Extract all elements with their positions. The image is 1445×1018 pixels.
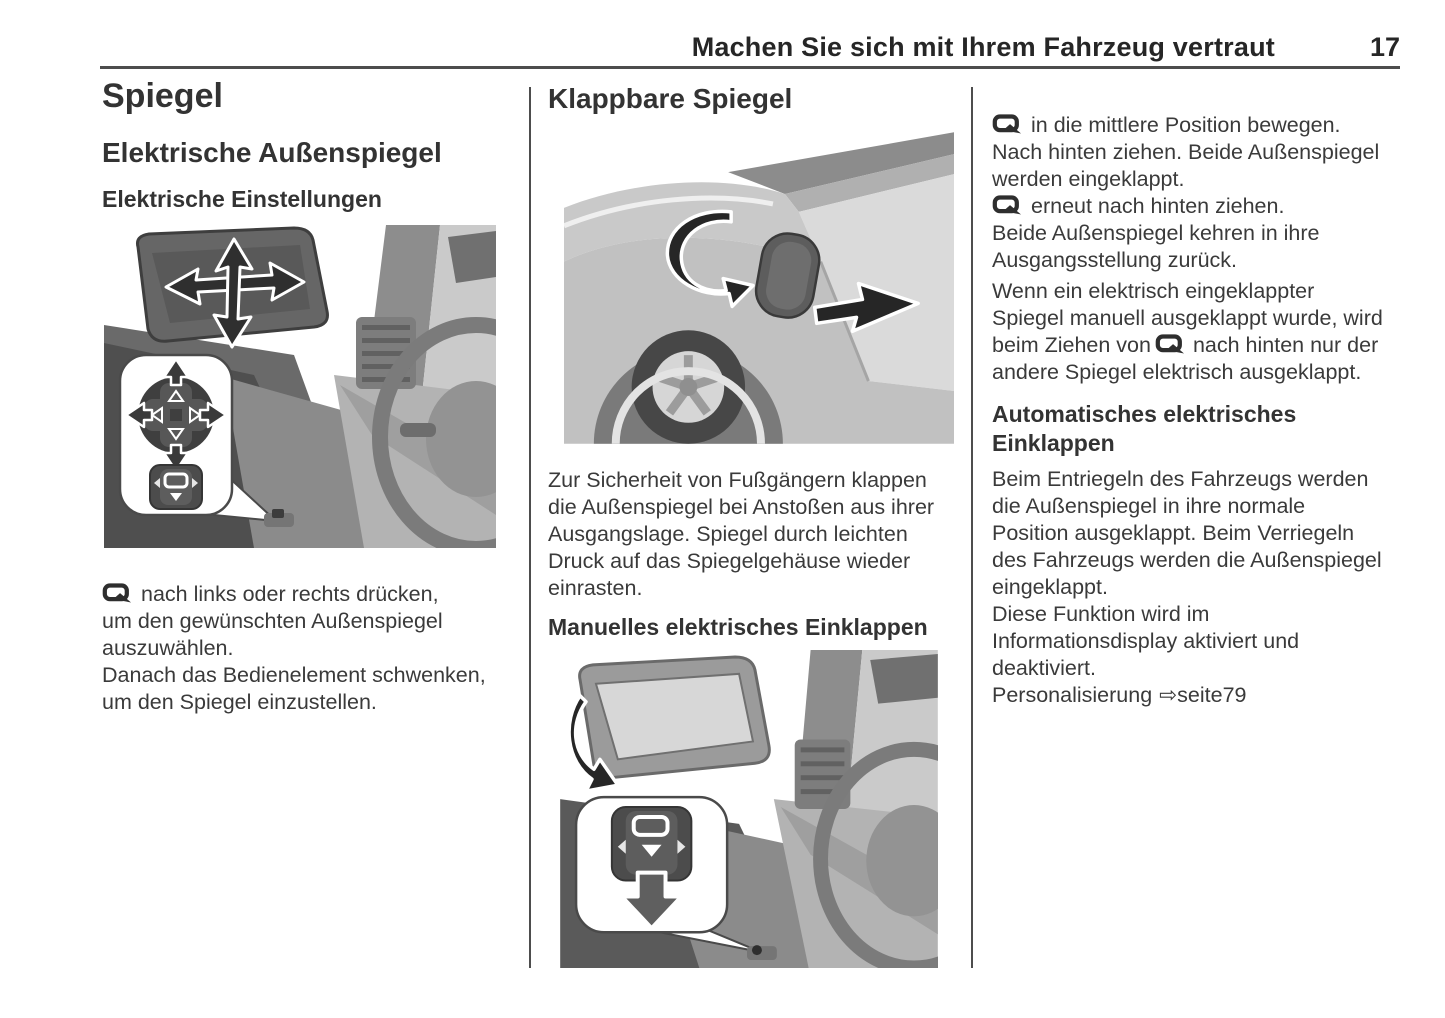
body-line: Danach das Bedienelement schwenken, (102, 663, 486, 687)
subsubsection-title: Manuelles elektrisches Einklappen (548, 614, 928, 640)
column-left: Spiegel Elektrische Außenspiegel Elektri… (102, 77, 580, 716)
body-line: Personalisierung⇨seite79 (992, 682, 1417, 709)
body-line: Position ausgeklappt. Beim Verriegeln (992, 521, 1355, 545)
mirror-selector-switch (149, 464, 203, 510)
manual-folding-figure (560, 650, 1015, 976)
up-arrow-icon (162, 357, 190, 387)
body-line: einrasten. (548, 576, 643, 600)
body-line: des Fahrzeugs werden die Außenspiegel (992, 548, 1382, 572)
mirror-adjustment-figure (104, 225, 580, 557)
four-way-adjust-control (124, 357, 228, 473)
body-line: die Außenspiegel bei Anstoßen aus ihrer (548, 495, 935, 519)
down-arrow-icon (162, 443, 190, 473)
paragraph: in die mittlere Position bewegen. Nach h… (992, 112, 1417, 386)
unfold-arrow-icon (812, 281, 920, 334)
body-line: andere Spiegel elektrisch ausgeklappt. (992, 360, 1362, 384)
pillar-speaker (448, 231, 496, 283)
folding-mirror-car-figure (563, 130, 960, 449)
car-front-quarter (563, 132, 954, 444)
body-line: werden eingeklappt. (992, 167, 1185, 191)
mirror-adjustment-illustration (104, 225, 580, 557)
body-line: Ausgangsstellung zurück. (992, 248, 1238, 272)
door-window (798, 174, 954, 391)
body-line: Spiegel manuell ausgeklappt wurde, wird (992, 306, 1383, 330)
subsubsection-title: Elektrische Einstellungen (102, 186, 382, 212)
pillar-speaker (870, 653, 938, 704)
section-title: Spiegel (102, 77, 223, 115)
subsection-title: Klappbare Spiegel (548, 83, 793, 114)
body-line: Diese Funktion wird im (992, 602, 1210, 626)
body-line: Informationsdisplay aktiviert und (992, 629, 1300, 653)
column-middle: Klappbare Spiegel (548, 83, 1015, 976)
side-mirror-glass (578, 655, 771, 779)
body-line: um den Spiegel einzustellen. (102, 690, 377, 714)
side-mirror (136, 226, 329, 349)
body-line: um den gewünschten Außenspiegel (102, 609, 443, 633)
body-line: beim Ziehen von nach hinten nur der (992, 332, 1417, 359)
paragraph: Zur Sicherheit von Fußgängern klappen di… (548, 467, 960, 602)
folded-mirror (754, 232, 821, 319)
subsection-title: Elektrische Außenspiegel (102, 137, 442, 168)
personalization-label: Personalisierung (992, 683, 1153, 707)
mirror-control-callout (118, 353, 294, 527)
body-line: deaktiviert. (992, 656, 1096, 680)
paragraph: nach links oder rechts drücken, um den g… (102, 581, 517, 716)
manual-folding-illustration (560, 650, 1015, 976)
header-title: Machen Sie sich mit Ihrem Fahrzeug vertr… (691, 32, 1275, 62)
fold-arrow-icon (567, 693, 620, 793)
body-line: Druck auf das Spiegelgehäuse wieder (548, 549, 911, 573)
pull-back-arrow-icon (619, 870, 684, 931)
body-line: Ausgangslage. Spiegel durch leichten (548, 522, 908, 546)
body-line: Nach hinten ziehen. Beide Außenspiegel (992, 140, 1380, 164)
body-line: erneut nach hinten ziehen. (992, 193, 1417, 220)
body-line: nach links oder rechts drücken, (102, 581, 517, 608)
body-line: auszuwählen. (102, 636, 234, 660)
body-line: Zur Sicherheit von Fußgängern klappen (548, 468, 927, 492)
paragraph: Beim Entriegeln des Fahrzeugs werden die… (992, 466, 1417, 709)
folding-mirror-illustration (563, 130, 954, 444)
page-reference: ⇨seite79 (1159, 683, 1247, 707)
mirror-icon (1155, 334, 1186, 356)
fold-arrow-icon (665, 209, 755, 309)
mirror-icon (992, 195, 1023, 217)
body-text: erneut nach hinten ziehen. (1031, 194, 1285, 218)
mirror-icon (992, 114, 1023, 136)
right-arrow-icon (198, 401, 228, 429)
vertical-adjust-arrow-icon (212, 237, 254, 349)
page-header: Machen Sie sich mit Ihrem Fahrzeug vertr… (100, 32, 1400, 63)
body-line: eingeklappt. (992, 575, 1108, 599)
left-arrow-icon (124, 401, 154, 429)
body-text: in die mittlere Position bewegen. (1031, 113, 1341, 137)
body-line: die Außenspiegel in ihre normale (992, 494, 1306, 518)
body-line: Beim Entriegeln des Fahrzeugs werden (992, 467, 1369, 491)
column-right: in die mittlere Position bewegen. Nach h… (992, 112, 1417, 709)
mirror-switch-callout (574, 795, 777, 961)
page-number: 17 (1369, 32, 1400, 62)
subsubsection-title: Automatisches elektrisches Einklappen (992, 401, 1297, 456)
body-line: in die mittlere Position bewegen. (992, 112, 1417, 139)
body-line: Beide Außenspiegel kehren in ihre (992, 221, 1320, 245)
mirror-selector-switch (610, 806, 693, 882)
column-divider-left (529, 87, 531, 968)
body-text: beim Ziehen von (992, 333, 1151, 357)
body-line: Wenn ein elektrisch eingeklappter (992, 279, 1315, 303)
mirror-icon (102, 583, 133, 605)
column-divider-right (971, 87, 973, 968)
body-text: nach hinten nur der (1192, 333, 1379, 357)
body-text: nach links oder rechts drücken, (141, 582, 439, 606)
header-rule (100, 66, 1400, 69)
